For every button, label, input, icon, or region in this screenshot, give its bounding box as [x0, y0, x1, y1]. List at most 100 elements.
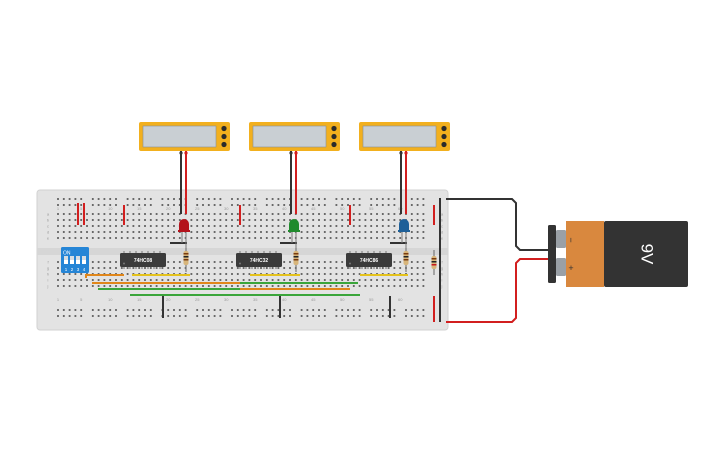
rail-hole[interactable] [242, 198, 245, 200]
breadboard-hole[interactable] [202, 285, 204, 287]
breadboard-hole[interactable] [254, 213, 257, 215]
breadboard-hole[interactable] [364, 237, 367, 239]
rail-hole[interactable] [173, 315, 175, 317]
breadboard-hole[interactable] [393, 213, 396, 215]
breadboard-hole[interactable] [132, 213, 135, 215]
breadboard-hole[interactable] [283, 267, 286, 269]
rail-hole[interactable] [393, 315, 396, 317]
breadboard-hole[interactable] [138, 213, 141, 215]
breadboard-hole[interactable] [376, 225, 378, 227]
breadboard-hole[interactable] [312, 273, 315, 275]
breadboard-hole[interactable] [364, 219, 367, 221]
rail-hole[interactable] [91, 309, 94, 311]
breadboard-hole[interactable] [115, 237, 117, 239]
rail-hole[interactable] [109, 315, 112, 317]
rail-hole[interactable] [347, 204, 349, 206]
breadboard-hole[interactable] [242, 267, 245, 269]
breadboard-hole[interactable] [178, 267, 181, 269]
breadboard-hole[interactable] [120, 279, 123, 281]
breadboard-hole[interactable] [86, 219, 88, 221]
rail-hole[interactable] [335, 204, 338, 206]
breadboard-hole[interactable] [173, 219, 175, 221]
breadboard-hole[interactable] [231, 279, 233, 281]
breadboard-hole[interactable] [132, 219, 135, 221]
breadboard-hole[interactable] [173, 267, 175, 269]
breadboard-hole[interactable] [80, 225, 83, 227]
breadboard-hole[interactable] [277, 285, 280, 287]
rail-hole[interactable] [178, 315, 181, 317]
breadboard-hole[interactable] [68, 225, 71, 227]
breadboard-hole[interactable] [416, 213, 419, 215]
rail-hole[interactable] [236, 204, 239, 206]
breadboard-hole[interactable] [335, 267, 338, 269]
breadboard-hole[interactable] [376, 279, 378, 281]
breadboard-hole[interactable] [178, 261, 181, 263]
breadboard-hole[interactable] [329, 273, 332, 275]
breadboard-hole[interactable] [277, 231, 280, 233]
meter-knob-icon[interactable] [331, 133, 337, 140]
breadboard-hole[interactable] [236, 279, 239, 281]
rail-hole[interactable] [318, 204, 320, 206]
breadboard-hole[interactable] [109, 279, 112, 281]
rail-hole[interactable] [422, 204, 425, 206]
chip-1[interactable]: 74HC08 [120, 251, 166, 269]
breadboard-hole[interactable] [260, 231, 262, 233]
breadboard-hole[interactable] [74, 231, 77, 233]
rail-hole[interactable] [265, 315, 268, 317]
chip-2[interactable]: 74HC32 [236, 251, 282, 269]
breadboard-hole[interactable] [300, 225, 303, 227]
rail-hole[interactable] [422, 315, 425, 317]
rail-hole[interactable] [138, 309, 141, 311]
breadboard-hole[interactable] [364, 225, 367, 227]
rail-hole[interactable] [271, 309, 274, 311]
rail-hole[interactable] [149, 198, 152, 200]
meter-knob-icon[interactable] [221, 125, 227, 132]
breadboard-hole[interactable] [109, 261, 112, 263]
battery-terminal-negative[interactable] [556, 230, 566, 248]
rail-hole[interactable] [283, 315, 286, 317]
breadboard-hole[interactable] [265, 237, 268, 239]
breadboard-hole[interactable] [178, 285, 181, 287]
breadboard-hole[interactable] [161, 219, 164, 221]
breadboard-hole[interactable] [352, 237, 355, 239]
breadboard-hole[interactable] [161, 279, 164, 281]
breadboard-hole[interactable] [91, 213, 94, 215]
breadboard-hole[interactable] [167, 231, 170, 233]
rail-hole[interactable] [341, 198, 344, 200]
breadboard-hole[interactable] [358, 225, 361, 227]
rail-hole[interactable] [341, 309, 344, 311]
breadboard-hole[interactable] [132, 231, 135, 233]
breadboard-hole[interactable] [416, 237, 419, 239]
breadboard-hole[interactable] [422, 267, 425, 269]
breadboard-hole[interactable] [74, 285, 77, 287]
breadboard-hole[interactable] [341, 285, 344, 287]
breadboard-hole[interactable] [399, 237, 402, 239]
rail-hole[interactable] [213, 315, 216, 317]
breadboard-hole[interactable] [103, 267, 106, 269]
breadboard-hole[interactable] [236, 285, 239, 287]
breadboard-hole[interactable] [219, 261, 222, 263]
rail-hole[interactable] [422, 198, 425, 200]
breadboard-hole[interactable] [207, 273, 210, 275]
breadboard-hole[interactable] [103, 285, 106, 287]
breadboard-hole[interactable] [149, 237, 152, 239]
rail-hole[interactable] [358, 198, 361, 200]
rail-hole[interactable] [144, 309, 146, 311]
breadboard-hole[interactable] [126, 285, 129, 287]
rail-hole[interactable] [80, 309, 83, 311]
meter-1[interactable] [139, 122, 230, 214]
breadboard-hole[interactable] [213, 237, 216, 239]
breadboard-hole[interactable] [416, 231, 419, 233]
breadboard-hole[interactable] [283, 237, 286, 239]
rail-hole[interactable] [271, 204, 274, 206]
breadboard-hole[interactable] [213, 285, 216, 287]
breadboard-hole[interactable] [306, 213, 309, 215]
breadboard-hole[interactable] [97, 237, 100, 239]
rail-hole[interactable] [138, 204, 141, 206]
breadboard-hole[interactable] [289, 267, 291, 269]
breadboard-hole[interactable] [178, 213, 181, 215]
breadboard-hole[interactable] [231, 285, 233, 287]
rail-hole[interactable] [410, 204, 413, 206]
rail-hole[interactable] [370, 315, 373, 317]
breadboard-hole[interactable] [341, 231, 344, 233]
